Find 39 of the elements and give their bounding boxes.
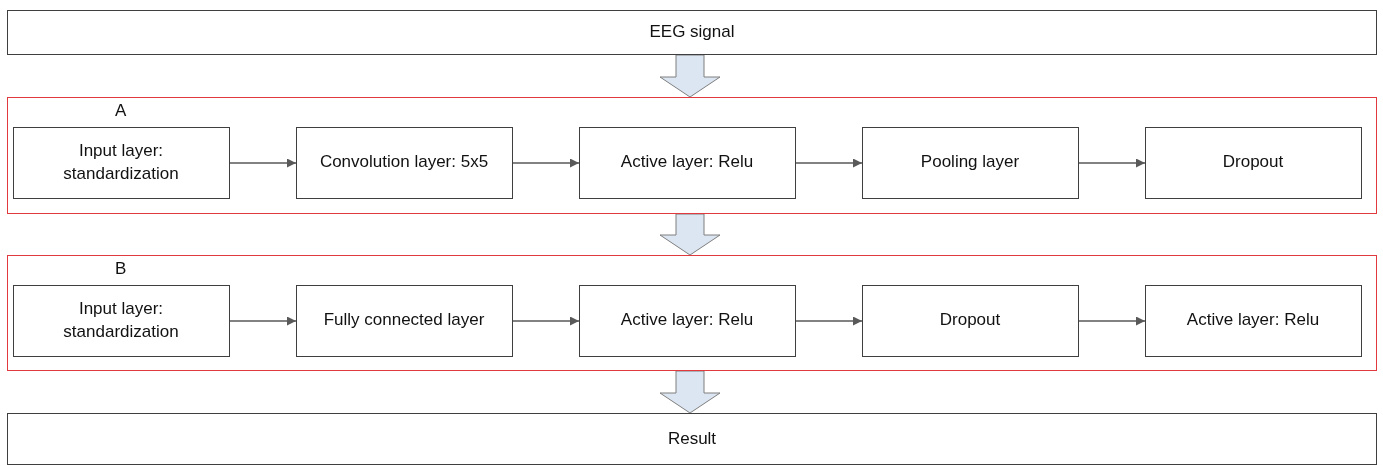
process-box: [7, 10, 1377, 55]
process-box: [12, 126, 230, 199]
box-label: Fully connected layer: [322, 309, 486, 332]
process-box: [12, 284, 230, 357]
box-label: Result: [666, 427, 718, 450]
process-box: [861, 126, 1079, 199]
arrow: [229, 316, 297, 326]
arrow: [1078, 316, 1146, 326]
box-label: Pooling layer: [919, 151, 1021, 174]
group-heading: B: [115, 259, 127, 279]
process-box: [7, 413, 1377, 465]
block-arrow: [659, 213, 721, 256]
arrow: [1078, 158, 1146, 168]
box-label: Dropout: [1221, 151, 1285, 174]
block-arrow: [659, 54, 721, 98]
process-box: [578, 126, 796, 199]
process-box: [1144, 126, 1362, 199]
box-label: EEG signal: [648, 21, 736, 44]
arrow: [795, 316, 863, 326]
block-arrow: [659, 370, 721, 414]
process-box: [1144, 284, 1362, 357]
box-label: Convolution layer: 5x5: [318, 151, 490, 174]
process-box: [861, 284, 1079, 357]
arrow: [512, 316, 580, 326]
arrow: [795, 158, 863, 168]
process-box: [295, 126, 513, 199]
group-frame: [7, 255, 1377, 371]
arrow: [229, 158, 297, 168]
box-label: Dropout: [938, 309, 1002, 332]
process-box: [578, 284, 796, 357]
box-label: Active layer: Relu: [619, 309, 755, 332]
box-label: Input layer: standardization: [62, 139, 180, 185]
group-frame: [7, 97, 1377, 214]
process-box: [295, 284, 513, 357]
box-label: Active layer: Relu: [1185, 309, 1321, 332]
box-label: Active layer: Relu: [619, 151, 755, 174]
box-label: Input layer: standardization: [62, 297, 180, 343]
arrow: [512, 158, 580, 168]
group-heading: A: [115, 101, 127, 121]
